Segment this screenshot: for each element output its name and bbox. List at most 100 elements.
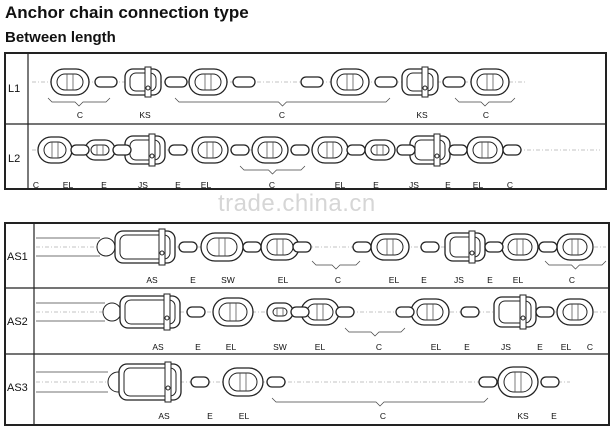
- page-subtitle: Between length: [5, 29, 116, 46]
- anchor-shank-as2: [36, 302, 122, 322]
- row-l2-label: E: [445, 180, 451, 190]
- side-link: [442, 76, 466, 88]
- chain-link: [470, 68, 510, 96]
- chain-link: [556, 233, 594, 261]
- row-l1-label: C: [279, 110, 285, 120]
- side-link: [178, 241, 198, 253]
- row-label-l1: L1: [8, 83, 21, 95]
- joining-shackle: [444, 230, 486, 264]
- row-as2-label: E: [537, 342, 543, 352]
- chain-link: [188, 68, 228, 96]
- side-link: [538, 241, 558, 253]
- chain-link: [364, 139, 396, 161]
- chain-link: [311, 136, 349, 164]
- chain-link: [466, 136, 504, 164]
- chain-link: [37, 136, 73, 164]
- anchor-shackle: [119, 293, 181, 331]
- kenter-shackle: [124, 66, 162, 98]
- row-l2-label: E: [373, 180, 379, 190]
- row-as1-label: EL: [389, 275, 400, 285]
- row-as1-label: E: [487, 275, 493, 285]
- row-as2-label: AS: [152, 342, 164, 352]
- side-link: [335, 306, 355, 318]
- row-as3-label: EL: [239, 411, 250, 421]
- row-l2-label: EL: [335, 180, 346, 190]
- dimension-bracket: [174, 97, 391, 107]
- chain-link: [330, 68, 370, 96]
- row-l2-label: C: [507, 180, 513, 190]
- row-as1-label: SW: [221, 275, 235, 285]
- enlarged-link: [410, 298, 450, 326]
- row-as2-label: C: [587, 342, 593, 352]
- joining-shackle: [493, 294, 537, 330]
- swivel: [200, 232, 244, 262]
- side-link: [484, 241, 504, 253]
- dimension-bracket: [344, 327, 406, 337]
- row-as1-label: E: [190, 275, 196, 285]
- watermark: trade.china.cn: [218, 190, 376, 217]
- side-link: [290, 144, 310, 156]
- row-l1-label: KS: [139, 110, 151, 120]
- side-link: [395, 306, 415, 318]
- side-link: [460, 306, 480, 318]
- page-title: Anchor chain connection type: [5, 3, 249, 22]
- row-as2-label: SW: [273, 342, 287, 352]
- side-link: [352, 241, 372, 253]
- row-as2-label: EL: [561, 342, 572, 352]
- row-label-as2: AS2: [7, 316, 28, 328]
- row-as2-label: E: [195, 342, 201, 352]
- side-link: [168, 144, 188, 156]
- row-as1-label: EL: [513, 275, 524, 285]
- chain-link: [191, 136, 229, 164]
- dimension-bracket: [544, 260, 607, 270]
- row-as3-label: C: [380, 411, 386, 421]
- dimension-bracket: [454, 97, 516, 107]
- row-as2-label: EL: [315, 342, 326, 352]
- row-l2-label: EL: [63, 180, 74, 190]
- row-as2-label: E: [464, 342, 470, 352]
- row-as1-label: AS: [146, 275, 158, 285]
- row-l1-label: KS: [416, 110, 428, 120]
- side-link: [346, 144, 366, 156]
- row-as3-label: KS: [517, 411, 529, 421]
- row-as1-label: C: [569, 275, 575, 285]
- row-l2-label: EL: [201, 180, 212, 190]
- side-link: [290, 306, 310, 318]
- side-link: [420, 241, 440, 253]
- row-as3-label: E: [551, 411, 557, 421]
- side-link: [230, 144, 250, 156]
- row-label-l2: L2: [8, 153, 21, 165]
- enlarged-link: [260, 233, 300, 261]
- side-link: [242, 241, 262, 253]
- side-link: [540, 376, 560, 388]
- row-as3-label: AS: [158, 411, 170, 421]
- chain-link: [556, 298, 594, 326]
- row-l1-label: C: [483, 110, 489, 120]
- kenter-shackle: [497, 366, 539, 398]
- side-link: [70, 144, 90, 156]
- row-label-as3: AS3: [7, 382, 28, 394]
- side-link: [112, 144, 132, 156]
- enlarged-link: [212, 297, 254, 327]
- row-l2-label: C: [269, 180, 275, 190]
- chain-link: [251, 136, 289, 164]
- side-link: [448, 144, 468, 156]
- row-as1-label: JS: [454, 275, 464, 285]
- row-l2-label: E: [175, 180, 181, 190]
- row-as2-label: EL: [431, 342, 442, 352]
- row-l2-label: C: [33, 180, 39, 190]
- dimension-bracket: [239, 165, 306, 175]
- swivel: [266, 302, 294, 322]
- side-link: [266, 376, 286, 388]
- row-as2-label: C: [376, 342, 382, 352]
- dimension-bracket: [271, 397, 489, 407]
- side-link: [190, 376, 210, 388]
- enlarged-link: [501, 233, 539, 261]
- side-link: [396, 144, 416, 156]
- anchor-shank-as1: [36, 237, 116, 257]
- row-l1-label: C: [77, 110, 83, 120]
- chain-link: [50, 68, 90, 96]
- row-as1-label: EL: [278, 275, 289, 285]
- dimension-bracket: [311, 260, 361, 270]
- row-as3-label: E: [207, 411, 213, 421]
